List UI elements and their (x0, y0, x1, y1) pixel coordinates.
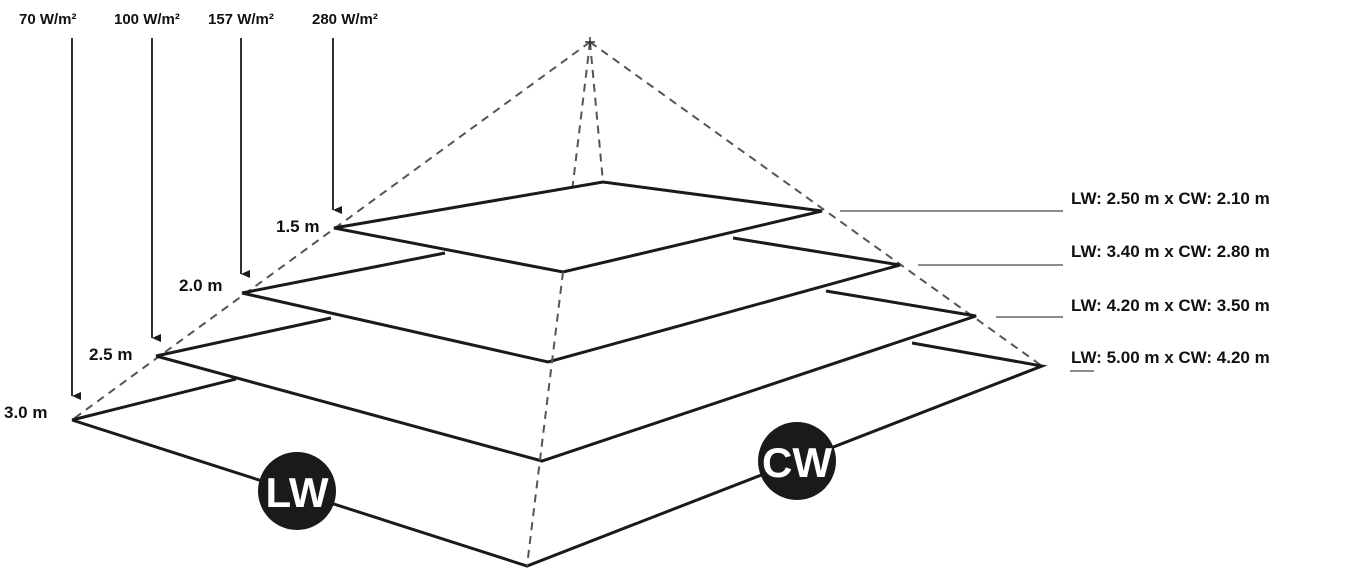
plane-2-5m (155, 289, 977, 463)
dimension-label-1: LW: 2.50 m x CW: 2.10 m (1071, 189, 1270, 208)
cw-badge-text: CW (762, 439, 832, 486)
dashed-edge-back (589, 41, 604, 183)
height-label-2-5m: 2.5 m (89, 345, 132, 364)
cw-badge: CW (758, 422, 836, 500)
apex-point (585, 37, 595, 47)
intensity-arrows (71, 38, 342, 400)
dimension-label-2: LW: 3.40 m x CW: 2.80 m (1071, 242, 1270, 261)
plane-1-5m (333, 180, 823, 274)
intensity-label-70: 70 W/m² (19, 11, 77, 28)
dimension-label-4: LW: 5.00 m x CW: 4.20 m (1071, 348, 1270, 367)
plane-2-0m (241, 236, 901, 364)
dimension-label-3: LW: 4.20 m x CW: 3.50 m (1071, 296, 1270, 315)
lw-badge-text: LW (266, 469, 329, 516)
front-spine (526, 271, 564, 567)
height-label-3-0m: 3.0 m (4, 403, 47, 422)
lw-badge: LW (258, 452, 336, 530)
intensity-label-280: 280 W/m² (312, 11, 378, 28)
intensity-label-100: 100 W/m² (114, 11, 180, 28)
height-label-2-0m: 2.0 m (179, 276, 222, 295)
dashed-edge-right (589, 41, 1043, 367)
intensity-label-157: 157 W/m² (208, 11, 274, 28)
height-label-1-5m: 1.5 m (276, 217, 319, 236)
dimension-leaders (840, 210, 1094, 372)
